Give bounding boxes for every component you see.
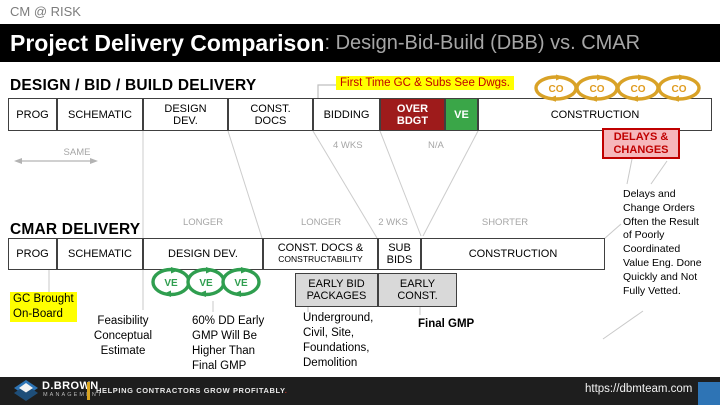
svg-text:VE: VE (234, 278, 248, 289)
cmar-phase-prog: PROG (8, 238, 57, 270)
change-order-cycle-icon: CO (534, 74, 578, 102)
label-longer-2: LONGER (300, 217, 342, 228)
change-order-cycle-icon: CO (616, 74, 660, 102)
label-same: SAME (63, 147, 91, 158)
title-banner: Project Delivery Comparison : Design-Bid… (0, 24, 720, 62)
cmar-phase-schematic: SCHEMATIC (57, 238, 143, 270)
label-longer-1: LONGER (182, 217, 224, 228)
label-2wks: 2 WKS (378, 217, 408, 228)
slide-eyebrow: CM @ RISK (10, 4, 81, 19)
dbb-phase-bidding: BIDDING (313, 98, 380, 131)
cmar-section-heading: CMAR DELIVERY (10, 221, 141, 238)
footer-accent-square (698, 382, 720, 405)
value-eng-cycle-icon: VE (186, 267, 226, 297)
change-order-cycle-icon: CO (657, 74, 701, 102)
page-title: Project Delivery Comparison (10, 29, 325, 56)
delays-detail-note: Delays and Change Orders Often the Resul… (623, 188, 702, 297)
dbb-phase-construction: CONSTRUCTION (478, 98, 712, 131)
footer-bar: D.BROWN MANAGEMENT HELPING CONTRACTORS G… (0, 377, 720, 405)
svg-text:VE: VE (199, 278, 213, 289)
dbb-phase-over-budget: OVER BDGT (380, 98, 445, 131)
early-scopes-note: Underground, Civil, Site, Foundations, D… (303, 312, 374, 369)
footer-tagline-period: . (284, 386, 288, 395)
early-const-box: EARLY CONST. (378, 273, 457, 307)
dbb-phase-design-dev: DESIGN DEV. (143, 98, 228, 131)
final-gmp-note: Final GMP (418, 318, 475, 330)
dbrown-logo-icon (14, 380, 38, 401)
svg-text:CO: CO (590, 84, 605, 95)
gc-onboard-note: GC Brought On-Board (10, 292, 77, 322)
change-order-cycle-icon: CO (575, 74, 619, 102)
footer-url[interactable]: https://dbmteam.com (585, 383, 693, 395)
cmar-phase-design-dev: DESIGN DEV. (143, 238, 263, 270)
label-shorter: SHORTER (481, 217, 529, 228)
cmar-phase-const-docs: CONST. DOCS & CONSTRUCTABILITY (263, 238, 378, 270)
dbb-phase-ve: VE (445, 98, 478, 131)
footer-tagline: HELPING CONTRACTORS GROW PROFITABLY. (96, 386, 288, 395)
footer-brand: D.BROWN (42, 380, 99, 392)
delays-changes-callout: DELAYS & CHANGES (602, 128, 680, 159)
label-4wks: 4 WKS (333, 140, 363, 151)
label-na: N/A (428, 140, 444, 151)
cmar-const-docs-line1: CONST. DOCS & (277, 242, 364, 254)
first-time-gc-note: First Time GC & Subs See Dwgs. (336, 76, 514, 90)
dbb-phase-prog: PROG (8, 98, 57, 131)
early-bid-packages-box: EARLY BID PACKAGES (295, 273, 378, 307)
dbb-phase-schematic: SCHEMATIC (57, 98, 143, 131)
cmar-phase-sub-bids: SUB BIDS (378, 238, 421, 270)
svg-text:CO: CO (549, 84, 564, 95)
dbb-section-heading: DESIGN / BID / BUILD DELIVERY (10, 77, 257, 94)
early-gmp-note: 60% DD Early GMP Will Be Higher Than Fin… (192, 315, 265, 372)
footer-divider (87, 382, 90, 400)
dbb-phase-const-docs: CONST. DOCS (228, 98, 313, 131)
cmar-const-docs-line2: CONSTRUCTABILITY (278, 254, 363, 264)
svg-text:CO: CO (631, 84, 646, 95)
footer-brand-sub: MANAGEMENT (43, 392, 104, 398)
cmar-phase-construction: CONSTRUCTION (421, 238, 605, 270)
page-subtitle: : Design-Bid-Build (DBB) vs. CMAR (324, 31, 641, 54)
svg-text:VE: VE (164, 278, 178, 289)
svg-text:CO: CO (672, 84, 687, 95)
value-eng-cycle-icon: VE (221, 267, 261, 297)
feasibility-note: Feasibility Conceptual Estimate (93, 315, 153, 357)
